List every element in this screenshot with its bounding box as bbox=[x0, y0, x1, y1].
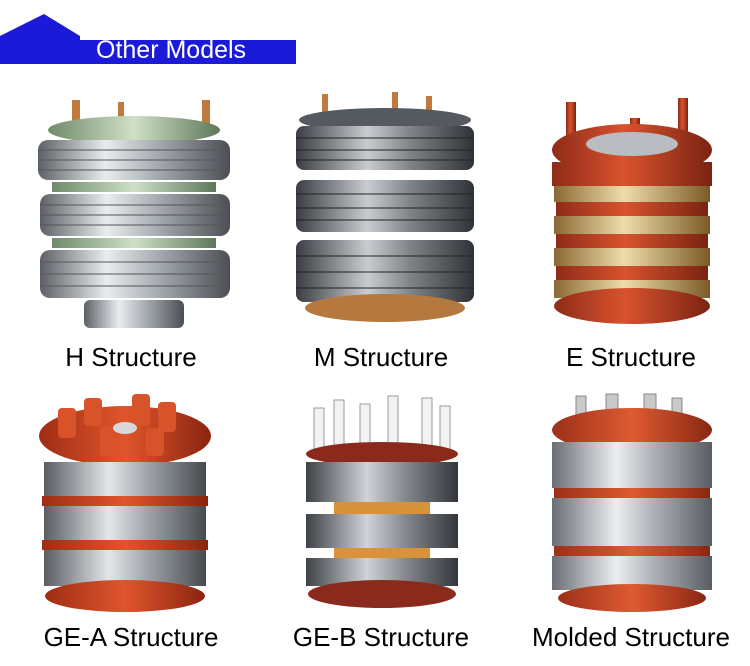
e-structure-slip-ring-image bbox=[552, 98, 712, 324]
h-structure-caption: H Structure bbox=[65, 342, 197, 372]
section-title: Other Models bbox=[96, 36, 247, 64]
banner-shape bbox=[0, 14, 296, 64]
m-structure-caption: M Structure bbox=[313, 342, 449, 372]
ge-a-structure-slip-ring-image bbox=[39, 394, 211, 612]
molded-structure-caption: Molded Structure bbox=[532, 622, 730, 652]
molded-structure-slip-ring-image bbox=[552, 393, 712, 612]
ge-b-structure-slip-ring-image bbox=[306, 395, 458, 608]
section-header-banner: Other Models bbox=[0, 14, 296, 66]
h-structure-slip-ring-image bbox=[38, 100, 230, 328]
m-structure-slip-ring-image bbox=[296, 92, 474, 322]
e-structure-caption: E Structure bbox=[565, 342, 697, 372]
ge-b-structure-caption: GE-B Structure bbox=[292, 622, 470, 652]
ge-a-structure-caption: GE-A Structure bbox=[43, 622, 219, 652]
